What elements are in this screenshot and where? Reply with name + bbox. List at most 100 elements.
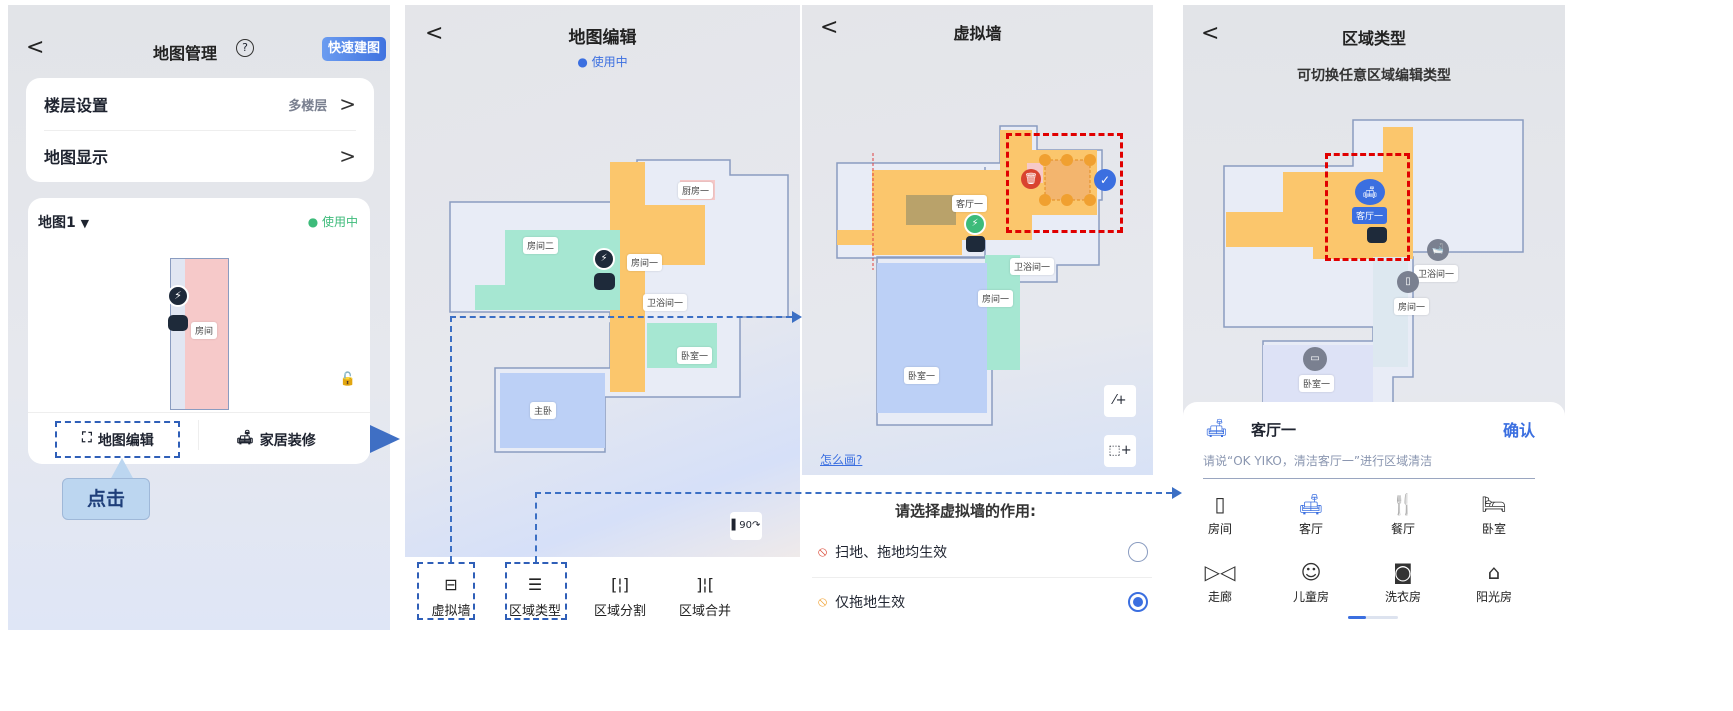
floor-settings-row[interactable]: 楼层设置多楼层> xyxy=(26,78,374,130)
floor-map[interactable] xyxy=(802,5,1153,475)
area-type-tool[interactable]: ☰区域类型 xyxy=(500,575,570,619)
selected-area-highlight xyxy=(1325,153,1410,261)
category-living-room[interactable]: 🛋客厅 xyxy=(1276,492,1346,537)
back-button[interactable]: < xyxy=(1201,21,1220,46)
bed-icon: 🛏 xyxy=(1481,492,1507,516)
map-display-row[interactable]: 地图显示> xyxy=(26,130,374,182)
map-edit-button[interactable]: ⛶地图编辑 xyxy=(82,430,154,450)
list-icon: ☰ xyxy=(527,575,543,594)
radio-unselected[interactable] xyxy=(1128,542,1148,562)
corridor-icon: ▷◁ xyxy=(1204,560,1236,584)
room-label: 卧室一 xyxy=(1299,375,1335,392)
status-badge: ● 使用中 xyxy=(307,215,358,229)
option-mop-only[interactable]: ⦸仅拖地生效 xyxy=(818,592,1148,612)
charging-dock-icon: ⚡ xyxy=(167,285,189,307)
area-split-tool[interactable]: [¦]区域分割 xyxy=(585,575,655,619)
status-text: 使用中 xyxy=(591,55,628,69)
home-decor-button[interactable]: 🛋家居装修 xyxy=(236,430,316,450)
row-label: 楼层设置 xyxy=(44,96,109,115)
page-title: 区域类型 xyxy=(1341,29,1406,48)
add-area-wall-button[interactable]: ⬚+ xyxy=(1104,435,1136,467)
option-sweep-and-mop[interactable]: ⦸扫地、拖地均生效 xyxy=(818,542,1148,562)
room-label: 卫浴间一 xyxy=(1414,265,1459,282)
rotate-90-button[interactable]: ▌90↷ xyxy=(730,512,762,540)
delete-icon[interactable]: 🗑 xyxy=(1021,169,1041,189)
back-button[interactable]: < xyxy=(820,15,839,40)
charging-dock-icon: ⚡ xyxy=(593,248,615,270)
back-button[interactable]: < xyxy=(425,21,444,46)
map-edit-screen: < 地图编辑 ● 使用中 厨房一 房间二 房间一 卫浴间一 卧室一 主卧 ⚡ ▌… xyxy=(405,5,800,557)
bathtub-icon: 🛁 xyxy=(1427,239,1449,261)
category-label: 房间 xyxy=(1207,522,1232,536)
add-line-wall-button[interactable]: ⁄+ xyxy=(1104,385,1136,417)
page-title: 虚拟墙 xyxy=(953,24,1002,43)
category-room[interactable]: ▯ 房间 xyxy=(1185,492,1255,537)
map-selector[interactable]: 地图1 ▼ xyxy=(38,212,89,232)
category-kids-room[interactable]: ☺儿童房 xyxy=(1276,560,1346,605)
category-corridor[interactable]: ▷◁走廊 xyxy=(1185,560,1255,605)
arrow-head-icon xyxy=(792,311,802,323)
page-title: 地图编辑 xyxy=(568,28,637,48)
quick-build-button[interactable]: 快速建图 xyxy=(322,37,386,61)
subtitle: 可切换任意区域编辑类型 xyxy=(1297,68,1451,84)
no-entry-icon: ⦸ xyxy=(818,544,828,560)
home-decor-label: 家居装修 xyxy=(259,433,316,449)
radio-selected[interactable] xyxy=(1128,592,1148,612)
virtual-wall-tool[interactable]: ⊟虚拟墙 xyxy=(416,575,486,619)
status-text: 使用中 xyxy=(321,215,358,229)
lock-icon[interactable]: 🔓 xyxy=(339,372,356,387)
sofa-icon: 🛋 xyxy=(1355,179,1385,205)
room-label: 房间一 xyxy=(978,290,1014,307)
category-label: 餐厅 xyxy=(1390,522,1415,536)
category-dining-room[interactable]: 🍴 餐厅 xyxy=(1368,492,1438,537)
divider xyxy=(1203,478,1535,479)
charging-dock-icon: ⚡ xyxy=(964,213,986,235)
map-thumbnail[interactable]: ⚡ 房间 xyxy=(167,258,229,410)
selected-wall-highlight xyxy=(1006,133,1123,233)
wall-purpose-prompt: 请选择虚拟墙的作用: xyxy=(895,502,1036,520)
floor-map[interactable] xyxy=(405,5,800,557)
robot-icon xyxy=(594,273,615,290)
robot-icon xyxy=(966,236,985,252)
tool-label: 虚拟墙 xyxy=(431,604,471,619)
tool-label: 区域分割 xyxy=(593,604,646,619)
room-name: 客厅一 xyxy=(1251,421,1297,439)
help-icon[interactable]: ? xyxy=(236,39,254,57)
sun-house-icon: ⌂ xyxy=(1487,560,1501,584)
map-edit-label: 地图编辑 xyxy=(97,433,154,449)
map-card: 地图1 ▼ ● 使用中 ⚡ 房间 🔓 ⛶地图编辑 🛋家居装修 xyxy=(28,198,370,464)
voice-hint: 请说“OK YIKO，清洁客厅一”进行区域清洁 xyxy=(1203,454,1433,468)
confirm-check-icon[interactable]: ✓ xyxy=(1094,169,1116,191)
washer-icon: ◙ xyxy=(1393,560,1413,584)
back-button[interactable]: < xyxy=(26,35,45,60)
flow-connector xyxy=(450,316,792,318)
flow-connector xyxy=(535,492,537,562)
click-callout: 点击 xyxy=(62,478,150,520)
divider xyxy=(198,420,199,450)
tool-label: 区域合并 xyxy=(678,604,731,619)
category-label: 卧室 xyxy=(1481,522,1506,536)
category-label: 阳光房 xyxy=(1475,590,1512,604)
room-label: 卫浴间一 xyxy=(643,294,688,311)
room-label: 房间二 xyxy=(523,237,559,254)
room-label: 房间一 xyxy=(627,254,663,271)
sofa-icon: 🛋 xyxy=(1205,418,1228,439)
room-label: 客厅一 xyxy=(952,195,988,212)
category-bedroom[interactable]: 🛏 卧室 xyxy=(1459,492,1529,537)
selected-room-tag[interactable]: 客厅一 xyxy=(1352,207,1388,224)
page-indicator xyxy=(1348,616,1398,619)
confirm-button[interactable]: 确认 xyxy=(1502,421,1535,440)
robot-icon xyxy=(168,315,188,331)
how-to-draw-link[interactable]: 怎么画? xyxy=(820,453,863,467)
area-merge-tool[interactable]: ]¦[区域合并 xyxy=(670,575,740,619)
flow-connector xyxy=(535,492,1172,494)
category-laundry[interactable]: ◙洗衣房 xyxy=(1368,560,1438,605)
door-icon: ▯ xyxy=(1214,492,1226,516)
cutlery-icon: 🍴 xyxy=(1390,492,1416,516)
room-label: 房间一 xyxy=(1394,298,1430,315)
page-title: 地图管理 xyxy=(153,44,218,63)
map-name: 地图1 xyxy=(38,215,76,231)
category-sunroom[interactable]: ⌂ 阳光房 xyxy=(1459,560,1529,605)
bed-icon: ▭ xyxy=(1303,347,1327,371)
callout-pointer xyxy=(110,458,134,480)
